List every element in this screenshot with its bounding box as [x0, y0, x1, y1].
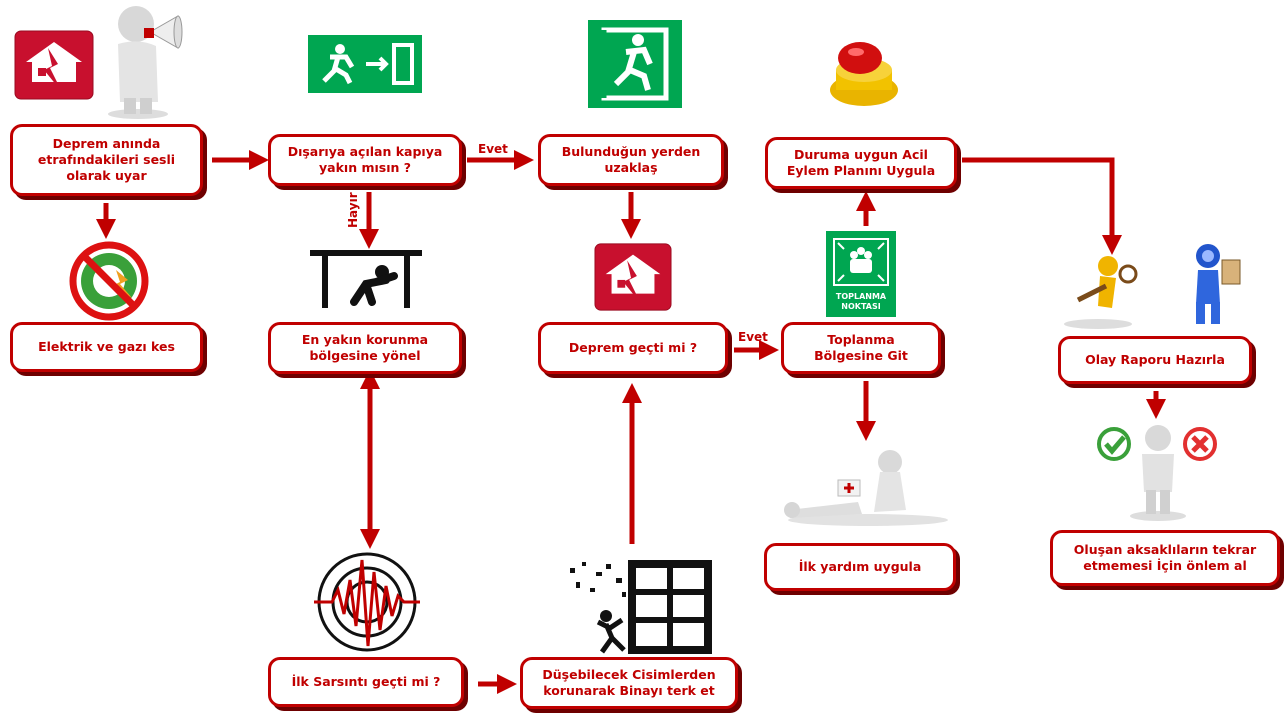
- node-firstaid: İlk yardım uygula: [764, 543, 956, 591]
- svg-text:TOPLANMA: TOPLANMA: [836, 292, 887, 301]
- emergency-button-icon: [830, 42, 898, 106]
- megaphone-person-icon: [108, 6, 183, 119]
- node-assembly: Toplanma Bölgesine Git: [781, 322, 941, 374]
- node-plan: Duruma uygun Acil Eylem Planını Uygula: [765, 137, 957, 189]
- node-prevent: Oluşan aksaklıların tekrar etmemesi İçin…: [1050, 530, 1280, 586]
- label-evet-2: Evet: [738, 330, 768, 344]
- arrow-plan-report: [962, 157, 1122, 256]
- node-report: Olay Raporu Hazırla: [1058, 336, 1252, 384]
- node-shelter: En yakın korunma bölgesine yönel: [268, 322, 462, 374]
- falling-debris-icon: [570, 560, 712, 654]
- seismograph-icon: [314, 552, 420, 652]
- node-over: Deprem geçti mi ?: [538, 322, 728, 374]
- exit-door-icon: [588, 20, 682, 108]
- node-away: Bulunduğun yerden uzaklaş: [538, 134, 724, 186]
- exit-sign-icon: [308, 35, 422, 93]
- label-hayir: Hayır: [346, 192, 360, 228]
- no-gas-electric-icon: [69, 241, 149, 321]
- first-aid-icon: [784, 450, 948, 526]
- duck-cover-icon: [310, 250, 422, 308]
- node-leave: Düşebilecek Cisimlerden korunarak Binayı…: [520, 657, 738, 709]
- label-evet-1: Evet: [478, 142, 508, 156]
- node-door: Dışarıya açılan kapıya yakın mısın ?: [268, 134, 462, 186]
- house-quake-icon: [14, 30, 94, 100]
- node-firstshock: İlk Sarsıntı geçti mi ?: [268, 657, 464, 707]
- node-cut: Elektrik ve gazı kes: [10, 322, 203, 372]
- node-warn: Deprem anında etrafındakileri sesli olar…: [10, 124, 203, 196]
- decision-person-icon: [1097, 425, 1217, 521]
- investigator-icons: [1064, 244, 1241, 329]
- house-quake-icon-2: [594, 243, 672, 311]
- assembly-point-sign-icon: TOPLANMA NOKTASI: [826, 231, 896, 317]
- svg-text:NOKTASI: NOKTASI: [841, 302, 880, 311]
